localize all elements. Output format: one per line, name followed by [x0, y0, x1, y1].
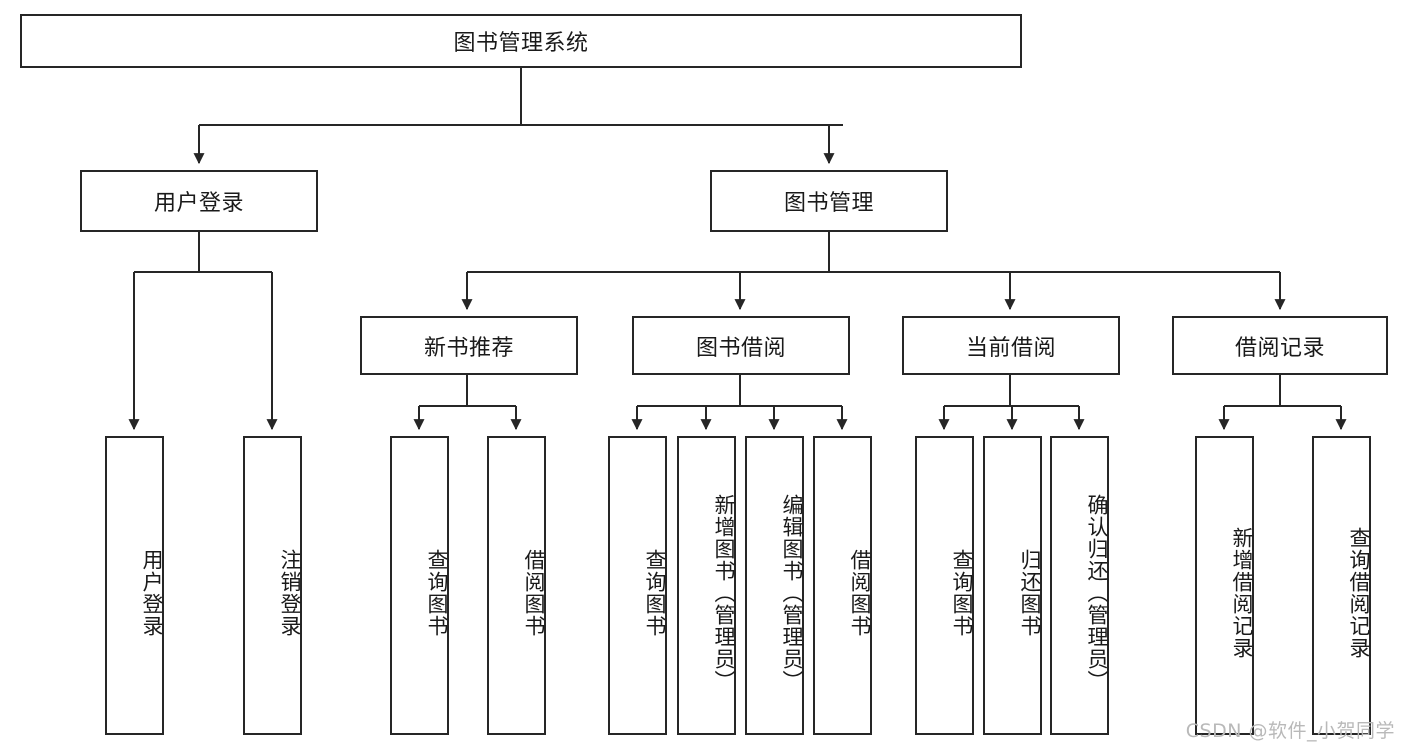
node-label: 确认归还（管理员）	[1085, 493, 1109, 692]
node-user-login[interactable]: 用户登录	[80, 170, 318, 232]
node-label: 用户登录	[140, 548, 164, 637]
node-label: 图书借阅	[695, 335, 786, 361]
leaf-edit-book-admin[interactable]: 编辑图书（管理员）	[745, 436, 804, 735]
node-label: 图书管理系统	[453, 31, 589, 56]
leaf-add-borrow-record[interactable]: 新增借阅记录	[1195, 436, 1254, 735]
node-current-borrow[interactable]: 当前借阅	[902, 316, 1120, 375]
node-label: 借阅记录	[1234, 335, 1325, 361]
node-label: 查询图书	[425, 548, 449, 637]
leaf-confirm-return-admin[interactable]: 确认归还（管理员）	[1050, 436, 1109, 735]
leaf-borrow-book-rec[interactable]: 借阅图书	[487, 436, 546, 735]
leaf-return-book[interactable]: 归还图书	[983, 436, 1042, 735]
node-label: 当前借阅	[965, 335, 1056, 361]
node-label: 图书管理	[783, 191, 874, 216]
node-root-system[interactable]: 图书管理系统	[20, 14, 1022, 68]
leaf-query-book-rec[interactable]: 查询图书	[390, 436, 449, 735]
leaf-query-book-current[interactable]: 查询图书	[915, 436, 974, 735]
node-label: 归还图书	[1018, 548, 1042, 637]
node-label: 编辑图书（管理员）	[780, 493, 804, 692]
node-label: 查询图书	[950, 548, 974, 637]
leaf-borrow-book[interactable]: 借阅图书	[813, 436, 872, 735]
node-label: 新增图书（管理员）	[712, 493, 736, 692]
node-borrow-record[interactable]: 借阅记录	[1172, 316, 1388, 375]
watermark: CSDN @软件_小贺同学	[1185, 720, 1395, 742]
node-book-borrow[interactable]: 图书借阅	[632, 316, 850, 375]
node-label: 借阅图书	[848, 548, 872, 637]
node-label: 新书推荐	[423, 335, 514, 361]
node-label: 借阅图书	[522, 548, 546, 637]
leaf-logout[interactable]: 注销登录	[243, 436, 302, 735]
leaf-add-book-admin[interactable]: 新增图书（管理员）	[677, 436, 736, 735]
node-new-book-recommend[interactable]: 新书推荐	[360, 316, 578, 375]
node-book-management[interactable]: 图书管理	[710, 170, 948, 232]
node-label: 新增借阅记录	[1230, 526, 1254, 659]
node-label: 注销登录	[278, 548, 302, 637]
node-label: 用户登录	[153, 191, 244, 216]
node-label: 查询借阅记录	[1347, 526, 1371, 659]
node-label: 查询图书	[643, 548, 667, 637]
leaf-user-login[interactable]: 用户登录	[105, 436, 164, 735]
leaf-query-borrow-record[interactable]: 查询借阅记录	[1312, 436, 1371, 735]
leaf-query-book-borrow[interactable]: 查询图书	[608, 436, 667, 735]
